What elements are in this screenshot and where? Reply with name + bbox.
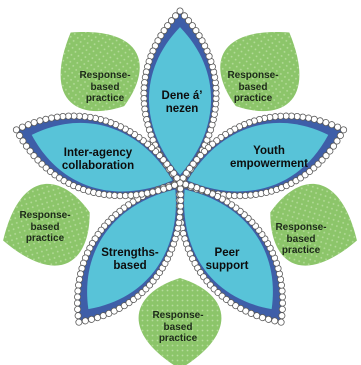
leaf-bottom-shape — [270, 184, 357, 266]
petal-strengths — [77, 183, 181, 323]
leaf-top-left-shape — [3, 184, 90, 266]
petal-label-strengths: Strengths- based — [101, 247, 159, 273]
petals-layer — [16, 11, 344, 323]
leaf-label-top-left: Response- based practice — [79, 70, 131, 104]
petal-peer — [179, 183, 283, 323]
leaf-label-bottom: Response- based practice — [152, 310, 204, 344]
petal-label-dene: Dene á’ nezen — [161, 90, 203, 116]
petal-label-interagency: Inter-agency collaboration — [61, 147, 135, 173]
bead-ring-interagency — [12, 112, 184, 200]
petal-label-peer: Peer support — [205, 247, 249, 273]
leaf-label-right: Response- based practice — [275, 222, 327, 256]
leaf-right-shape — [220, 31, 300, 112]
leaf-label-left: Response- based practice — [19, 210, 71, 244]
petal-label-youth: Youth empowerment — [230, 145, 308, 171]
petal-dene — [143, 11, 217, 183]
leaves-layer — [3, 31, 357, 365]
leaf-left-shape — [138, 278, 222, 365]
beads-layer — [12, 7, 348, 326]
leaf-top-right-shape — [60, 31, 140, 112]
leaf-label-top-right: Response- based practice — [227, 70, 279, 104]
